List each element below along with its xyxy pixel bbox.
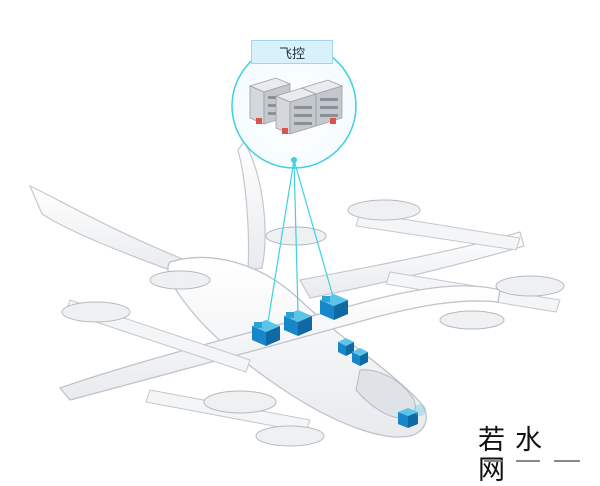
watermark-text: 若水网 bbox=[478, 425, 552, 486]
rotor-7 bbox=[203, 390, 277, 414]
cube-module-icon bbox=[352, 348, 368, 366]
flight-control-label-text: 飞控 bbox=[278, 46, 305, 62]
rotor-group bbox=[61, 199, 565, 447]
cube-module-icon bbox=[398, 404, 426, 428]
server-rack-icon bbox=[248, 77, 344, 135]
rotor-6 bbox=[149, 270, 211, 290]
rack-unit-2 bbox=[274, 87, 318, 135]
rotor-3 bbox=[495, 275, 565, 297]
connector-lines bbox=[267, 159, 335, 323]
cube-module-icon bbox=[320, 294, 348, 320]
vertical-tail bbox=[237, 140, 266, 271]
rotor-4 bbox=[439, 310, 505, 330]
flight-control-label: 飞控 bbox=[251, 40, 333, 64]
watermark-logo: 若水网 bbox=[478, 426, 588, 486]
rack-unit-3 bbox=[300, 79, 344, 127]
aircraft-illustration bbox=[28, 43, 565, 447]
right-boom-upper bbox=[355, 211, 521, 251]
cube-module-icon bbox=[338, 338, 354, 356]
rotor-8 bbox=[255, 425, 325, 447]
right-rear-wing bbox=[299, 231, 525, 299]
watermark-subline bbox=[484, 460, 580, 462]
left-rear-wing bbox=[28, 184, 191, 277]
cube-module-icon bbox=[252, 320, 280, 346]
cube-module-icon-group bbox=[252, 294, 426, 428]
rotor-1 bbox=[347, 199, 421, 221]
evtol-diagram: 飞控 若水网 bbox=[28, 40, 580, 486]
cube-module-icon bbox=[284, 310, 312, 336]
rotor-5 bbox=[61, 301, 131, 323]
